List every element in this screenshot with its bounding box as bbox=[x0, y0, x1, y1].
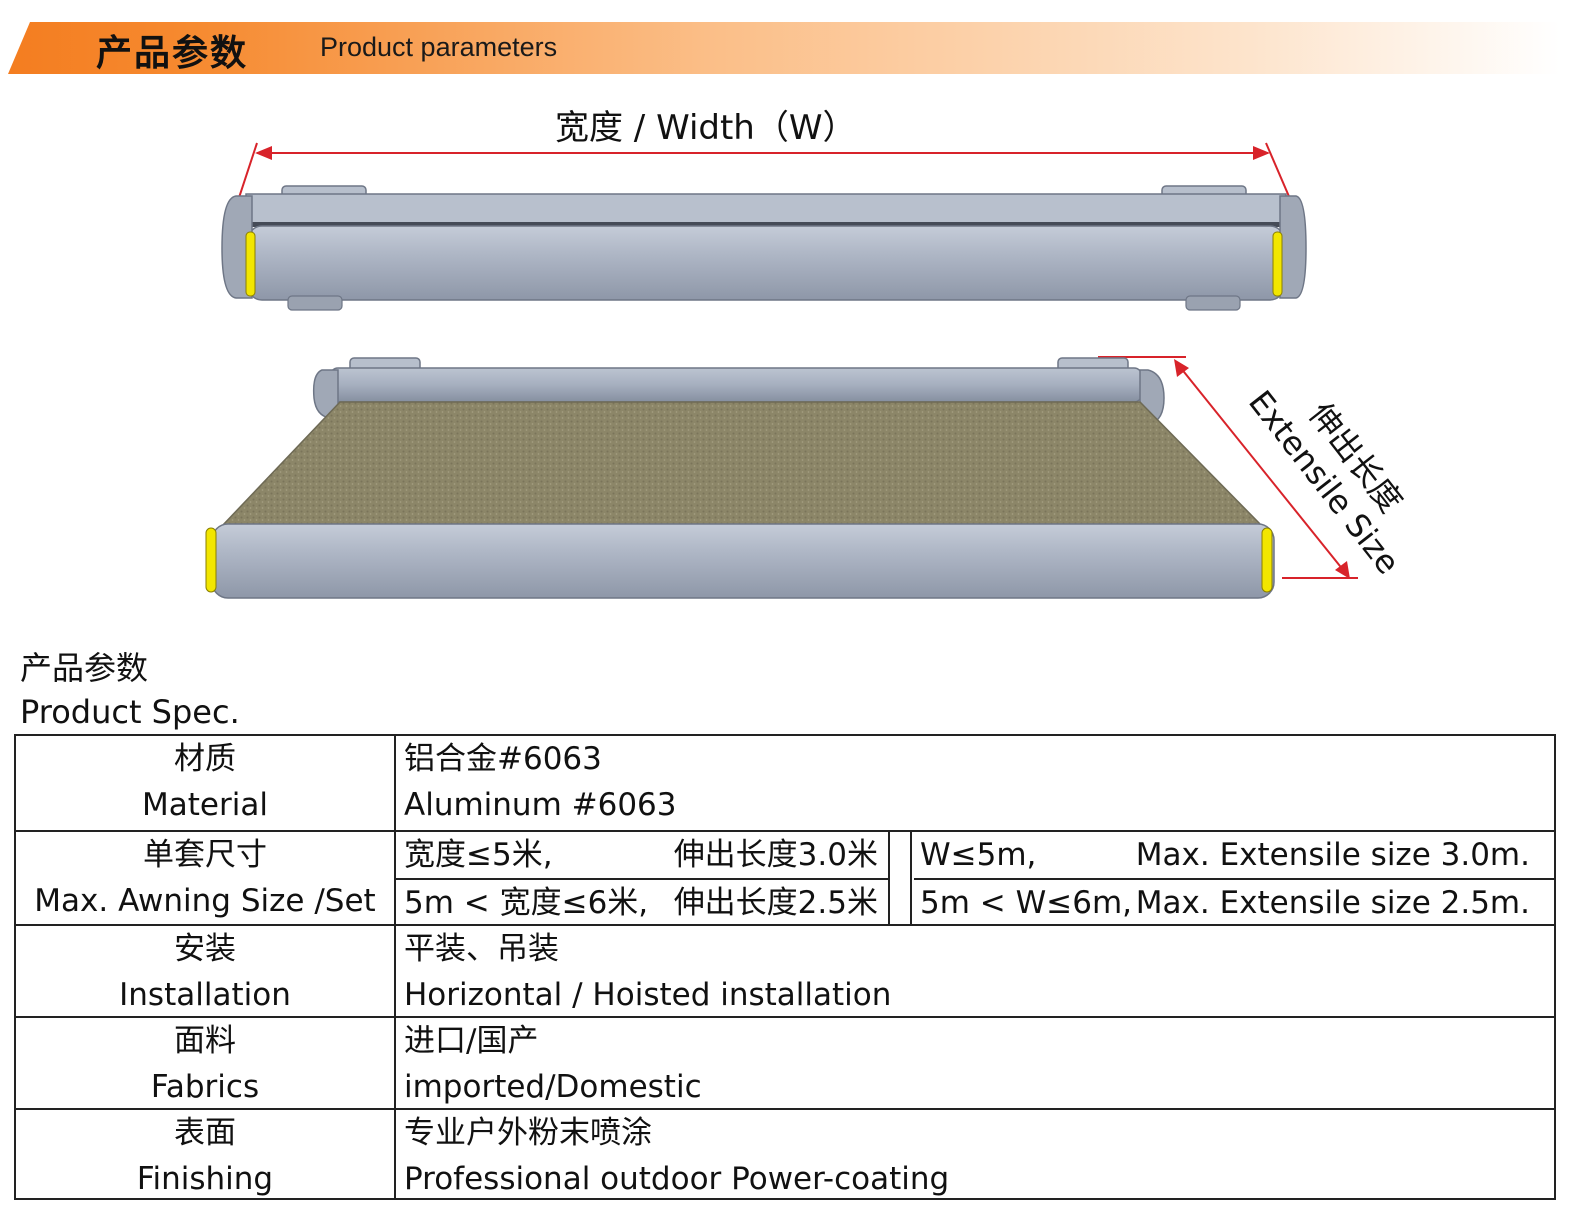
size-cn-width: 宽度≤5米, bbox=[404, 837, 553, 873]
size-cn-line: 宽度≤5米, 伸出长度3.0米 bbox=[396, 832, 888, 878]
table-row-size: 单套尺寸 Max. Awning Size /Set 宽度≤5米, 伸出长度3.… bbox=[16, 830, 1554, 924]
spec-heading: 产品参数 Product Spec. bbox=[20, 646, 240, 734]
value-en: imported/Domestic bbox=[404, 1069, 702, 1105]
banner-gradient-bar bbox=[8, 22, 1560, 74]
label-cn: 面料 bbox=[174, 1023, 236, 1059]
label-cell: 面料 Fabrics bbox=[16, 1018, 396, 1108]
size-cn-column: 宽度≤5米, 伸出长度3.0米 5m < 宽度≤6米, 伸出长度2.5米 bbox=[396, 832, 890, 924]
label-cell: 表面 Finishing bbox=[16, 1110, 396, 1198]
label-en: Fabrics bbox=[150, 1069, 260, 1105]
size-en-width: W≤5m, bbox=[920, 837, 1037, 873]
value-cell: 进口/国产 imported/Domestic bbox=[404, 1018, 1554, 1108]
label-cn: 单套尺寸 bbox=[143, 837, 267, 873]
label-cn: 安装 bbox=[174, 931, 236, 967]
value-cell: 专业户外粉末喷涂 Professional outdoor Power-coat… bbox=[404, 1110, 1554, 1198]
open-awning bbox=[205, 357, 1275, 599]
size-en-extensile: Max. Extensile size 3.0m. bbox=[1135, 837, 1530, 873]
extensile-dimension-line bbox=[1098, 356, 1358, 579]
spec-heading-en: Product Spec. bbox=[20, 693, 240, 731]
label-cn: 材质 bbox=[174, 741, 236, 777]
label-cn: 表面 bbox=[174, 1115, 236, 1151]
label-en: Material bbox=[142, 787, 268, 823]
size-en-line: W≤5m, Max. Extensile size 3.0m. bbox=[914, 832, 1554, 878]
table-row-fabrics: 面料 Fabrics 进口/国产 imported/Domestic bbox=[16, 1016, 1554, 1108]
banner-title-en: Product parameters bbox=[320, 32, 558, 62]
label-en: Max. Awning Size /Set bbox=[34, 883, 376, 919]
spec-table: 材质 Material 铝合金#6063 Aluminum #6063 单套尺寸… bbox=[14, 734, 1556, 1200]
size-cn-line: 5m < 宽度≤6米, 伸出长度2.5米 bbox=[396, 878, 888, 924]
size-en-column: W≤5m, Max. Extensile size 3.0m. 5m < W≤6… bbox=[914, 832, 1554, 924]
label-cell: 安装 Installation bbox=[16, 926, 396, 1016]
label-cell: 单套尺寸 Max. Awning Size /Set bbox=[16, 832, 396, 924]
size-cn-extensile: 伸出长度2.5米 bbox=[673, 885, 878, 921]
table-row-installation: 安装 Installation 平装、吊装 Horizontal / Hoist… bbox=[16, 924, 1554, 1016]
label-en: Finishing bbox=[136, 1161, 274, 1197]
size-en-width: 5m < W≤6m, bbox=[920, 885, 1133, 921]
spec-heading-cn: 产品参数 bbox=[20, 649, 149, 687]
label-cell: 材质 Material bbox=[16, 736, 396, 830]
size-en-line: 5m < W≤6m, Max. Extensile size 2.5m. bbox=[914, 878, 1554, 924]
size-cn-width: 5m < 宽度≤6米, bbox=[404, 885, 649, 921]
value-cn: 铝合金#6063 bbox=[404, 741, 602, 777]
value-cn: 进口/国产 bbox=[404, 1023, 539, 1059]
value-cn: 专业户外粉末喷涂 bbox=[404, 1115, 652, 1151]
closed-awning bbox=[221, 185, 1307, 311]
size-en-extensile: Max. Extensile size 2.5m. bbox=[1135, 885, 1530, 921]
value-cn: 平装、吊装 bbox=[404, 931, 559, 967]
value-en: Horizontal / Hoisted installation bbox=[404, 977, 892, 1013]
value-cell: 铝合金#6063 Aluminum #6063 bbox=[404, 736, 1554, 830]
size-value-grid: 宽度≤5米, 伸出长度3.0米 5m < 宽度≤6米, 伸出长度2.5米 W≤5… bbox=[396, 832, 1554, 924]
size-cn-extensile: 伸出长度3.0米 bbox=[673, 837, 878, 873]
width-dimension-label: 宽度 / Width（W） bbox=[555, 108, 857, 148]
banner-title-cn: 产品参数 bbox=[96, 33, 249, 74]
label-en: Installation bbox=[119, 977, 291, 1013]
table-row-material: 材质 Material 铝合金#6063 Aluminum #6063 bbox=[16, 736, 1554, 830]
value-en: Aluminum #6063 bbox=[404, 787, 677, 823]
table-row-finishing: 表面 Finishing 专业户外粉末喷涂 Professional outdo… bbox=[16, 1108, 1554, 1198]
awning-illustration bbox=[205, 142, 1358, 599]
header-banner: 产品参数 Product parameters bbox=[8, 22, 1560, 74]
value-en: Professional outdoor Power-coating bbox=[404, 1161, 950, 1197]
size-column-gap bbox=[892, 832, 912, 924]
value-cell: 平装、吊装 Horizontal / Hoisted installation bbox=[404, 926, 1554, 1016]
